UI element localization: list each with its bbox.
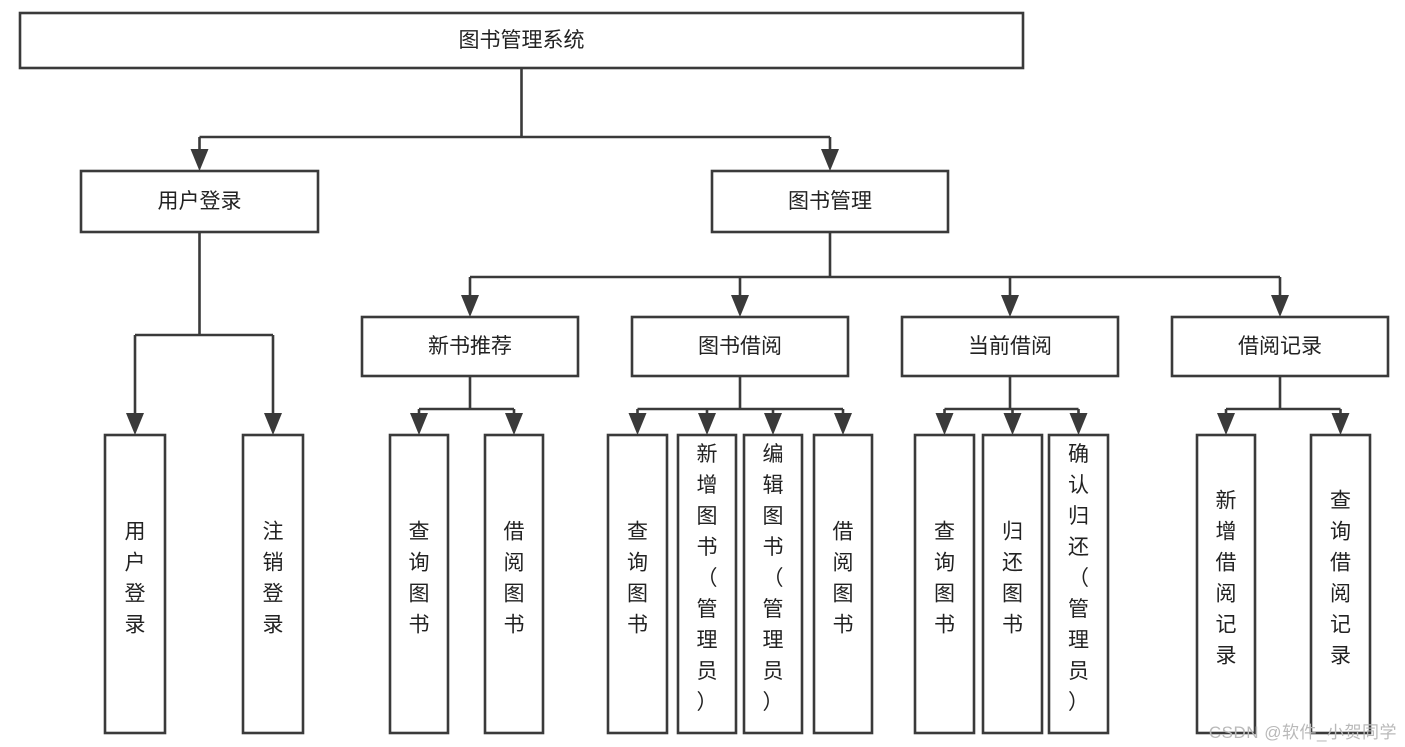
node-current-borrow[interactable]: 当前借阅 (900, 315, 1120, 378)
node-leaf-bor-query-book[interactable]: 查询图书 (606, 433, 669, 735)
node-label-leaf-cur-return-book: 归还图书 (1002, 521, 1023, 637)
arrow-head-icon-borrow-record (1271, 295, 1289, 317)
node-borrow-record[interactable]: 借阅记录 (1170, 315, 1390, 378)
node-leaf-rec-add-record[interactable]: 新增借阅记录 (1195, 433, 1257, 735)
node-box-borrow-record (1170, 315, 1390, 378)
arrow-head-icon-book-manage (821, 149, 839, 171)
node-leaf-user-login[interactable]: 用户登录 (103, 433, 167, 735)
node-leaf-cur-query-book[interactable]: 查询图书 (913, 433, 976, 735)
connectors-layer (126, 68, 1350, 435)
arrow-head-icon-leaf-cur-query-book (935, 413, 954, 435)
node-box-current-borrow (900, 315, 1120, 378)
node-box-leaf-user-login (103, 433, 167, 735)
node-leaf-user-logout[interactable]: 注销登录 (241, 433, 305, 735)
node-label-leaf-cur-query-book: 查询图书 (934, 521, 955, 637)
arrow-head-icon-leaf-rec-query-record (1331, 413, 1350, 435)
node-leaf-bor-add-book[interactable]: 新增图书（管理员） (676, 433, 738, 735)
arrow-head-icon-leaf-user-login (126, 413, 144, 435)
node-box-leaf-rec-add-record (1195, 433, 1257, 735)
node-box-leaf-bor-add-book (676, 433, 738, 735)
node-box-leaf-user-logout (241, 433, 305, 735)
node-label-leaf-user-login: 用户登录 (125, 521, 146, 637)
node-box-leaf-bor-edit-book (742, 433, 804, 735)
node-box-leaf-cur-confirm-return (1047, 433, 1110, 735)
node-book-manage[interactable]: 图书管理 (710, 169, 950, 234)
node-leaf-cur-return-book[interactable]: 归还图书 (981, 433, 1044, 735)
node-label-leaf-rec-borrow-book: 借阅图书 (504, 521, 525, 637)
node-box-leaf-bor-borrow-book (812, 433, 874, 735)
node-leaf-bor-edit-book[interactable]: 编辑图书（管理员） (742, 433, 804, 735)
node-leaf-cur-confirm-return[interactable]: 确认归还（管理员） (1047, 433, 1110, 735)
node-leaf-bor-borrow-book[interactable]: 借阅图书 (812, 433, 874, 735)
node-box-book-borrow (630, 315, 850, 378)
node-label-leaf-bor-edit-book: 编辑图书（管理员） (763, 443, 784, 714)
arrow-head-icon-leaf-cur-return-book (1003, 413, 1022, 435)
node-label-book-borrow: 图书借阅 (698, 335, 782, 358)
node-leaf-rec-borrow-book[interactable]: 借阅图书 (483, 433, 545, 735)
node-label-book-manage: 图书管理 (788, 190, 872, 213)
node-label-leaf-rec-query-book: 查询图书 (409, 521, 430, 637)
node-label-user-login: 用户登录 (158, 190, 242, 213)
node-label-leaf-cur-confirm-return: 确认归还（管理员） (1068, 443, 1089, 714)
arrow-head-icon-leaf-bor-edit-book (764, 413, 782, 435)
node-label-current-borrow: 当前借阅 (968, 335, 1052, 358)
node-leaf-rec-query-record[interactable]: 查询借阅记录 (1309, 433, 1372, 735)
arrow-head-icon-leaf-rec-add-record (1217, 413, 1235, 435)
node-label-root: 图书管理系统 (459, 29, 585, 52)
boxes-layer: 图书管理系统用户登录图书管理新书推荐图书借阅当前借阅借阅记录用户登录注销登录查询… (18, 11, 1390, 735)
arrow-head-icon-current-borrow (1001, 295, 1019, 317)
arrow-head-icon-leaf-user-logout (264, 413, 282, 435)
node-box-user-login (79, 169, 320, 234)
node-box-leaf-bor-query-book (606, 433, 669, 735)
arrow-head-icon-book-borrow (731, 295, 749, 317)
arrow-head-icon-leaf-rec-borrow-book (505, 413, 523, 435)
node-label-leaf-user-logout: 注销登录 (263, 521, 284, 637)
node-box-book-manage (710, 169, 950, 234)
arrow-head-icon-new-book-recommend (461, 295, 479, 317)
node-box-new-book-recommend (360, 315, 580, 378)
csdn-watermark: CSDN @软件_小贺同学 (1208, 723, 1397, 742)
arrow-head-icon-leaf-bor-query-book (628, 413, 647, 435)
node-book-borrow[interactable]: 图书借阅 (630, 315, 850, 378)
node-new-book-recommend[interactable]: 新书推荐 (360, 315, 580, 378)
node-box-root (18, 11, 1025, 70)
node-label-leaf-bor-borrow-book: 借阅图书 (833, 521, 854, 637)
arrow-head-icon-user-login (190, 149, 209, 171)
node-user-login[interactable]: 用户登录 (79, 169, 320, 234)
node-box-leaf-rec-borrow-book (483, 433, 545, 735)
node-box-leaf-rec-query-book (388, 433, 450, 735)
node-box-leaf-rec-query-record (1309, 433, 1372, 735)
node-label-leaf-rec-query-record: 查询借阅记录 (1330, 490, 1351, 668)
arrow-head-icon-leaf-bor-borrow-book (834, 413, 852, 435)
node-label-leaf-bor-query-book: 查询图书 (627, 521, 648, 637)
arrow-head-icon-leaf-cur-confirm-return (1069, 413, 1088, 435)
node-root[interactable]: 图书管理系统 (18, 11, 1025, 70)
node-label-borrow-record: 借阅记录 (1238, 335, 1322, 358)
arrow-head-icon-leaf-rec-query-book (410, 413, 428, 435)
node-label-new-book-recommend: 新书推荐 (428, 335, 512, 358)
node-label-leaf-bor-add-book: 新增图书（管理员） (697, 443, 718, 714)
node-box-leaf-cur-return-book (981, 433, 1044, 735)
node-label-leaf-rec-add-record: 新增借阅记录 (1216, 490, 1237, 668)
node-leaf-rec-query-book[interactable]: 查询图书 (388, 433, 450, 735)
arrow-head-icon-leaf-bor-add-book (698, 413, 716, 435)
node-box-leaf-cur-query-book (913, 433, 976, 735)
